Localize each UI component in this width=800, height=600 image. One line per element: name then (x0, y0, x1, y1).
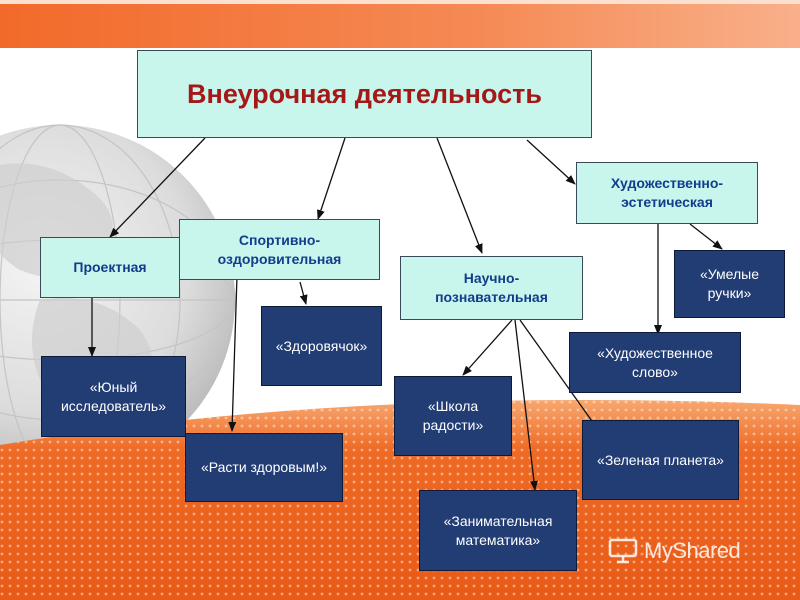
arrow-art-to-skillful-hands (689, 223, 723, 250)
program-young-researcher: «Юный исследователь» (41, 356, 186, 437)
watermark-text: MyShared (644, 538, 741, 563)
category-label: Художественно- эстетическая (610, 175, 724, 210)
program-label: «Юный исследователь» (60, 378, 166, 414)
program-label: «Расти здоровым!» (200, 459, 327, 475)
arrow-sport-to-grow-healthy (228, 275, 238, 432)
arrow-title-to-science (436, 137, 483, 254)
program-entertaining-math: «Занимательная математика» (419, 490, 577, 571)
arrow-title-to-project (109, 137, 206, 238)
program-zdorovyachok: «Здоровячок» (261, 306, 382, 386)
program-label: «Здоровячок» (275, 337, 368, 354)
arrow-science-to-school (462, 319, 513, 376)
arrow-title-to-art (526, 139, 576, 185)
diagram-title-box: Внеурочная деятельность (137, 50, 592, 138)
category-sport: Спортивно- оздоровительная (179, 219, 380, 280)
diagram-title: Внеурочная деятельность (187, 79, 542, 109)
category-label: Научно- познавательная (435, 270, 548, 305)
program-label: «Зеленая планета» (597, 451, 724, 468)
category-science: Научно- познавательная (400, 256, 583, 320)
watermark-logo: MyShared (608, 538, 741, 564)
arrow-science-to-green-planet (519, 319, 605, 439)
program-artistic-word: «Художественное слово» (569, 332, 741, 393)
program-label: «Умелые ручки» (699, 266, 759, 301)
program-skillful-hands: «Умелые ручки» (674, 250, 785, 318)
program-school-of-joy: «Школа радости» (394, 376, 512, 456)
arrow-title-to-sport (317, 137, 346, 220)
program-green-planet: «Зеленая планета» (582, 420, 739, 500)
program-label: «Школа радости» (422, 398, 484, 433)
program-label: «Художественное слово» (597, 344, 713, 380)
arrow-sport-to-zdorovyachok (299, 281, 308, 305)
presentation-icon (608, 538, 638, 564)
category-project: Проектная (40, 237, 180, 298)
arrow-science-to-math (514, 319, 538, 491)
program-label: «Занимательная математика» (443, 512, 553, 548)
category-label: Проектная (73, 259, 147, 275)
category-label: Спортивно- оздоровительная (217, 231, 342, 267)
category-art: Художественно- эстетическая (576, 162, 758, 224)
program-grow-healthy: «Расти здоровым!» (185, 433, 343, 502)
